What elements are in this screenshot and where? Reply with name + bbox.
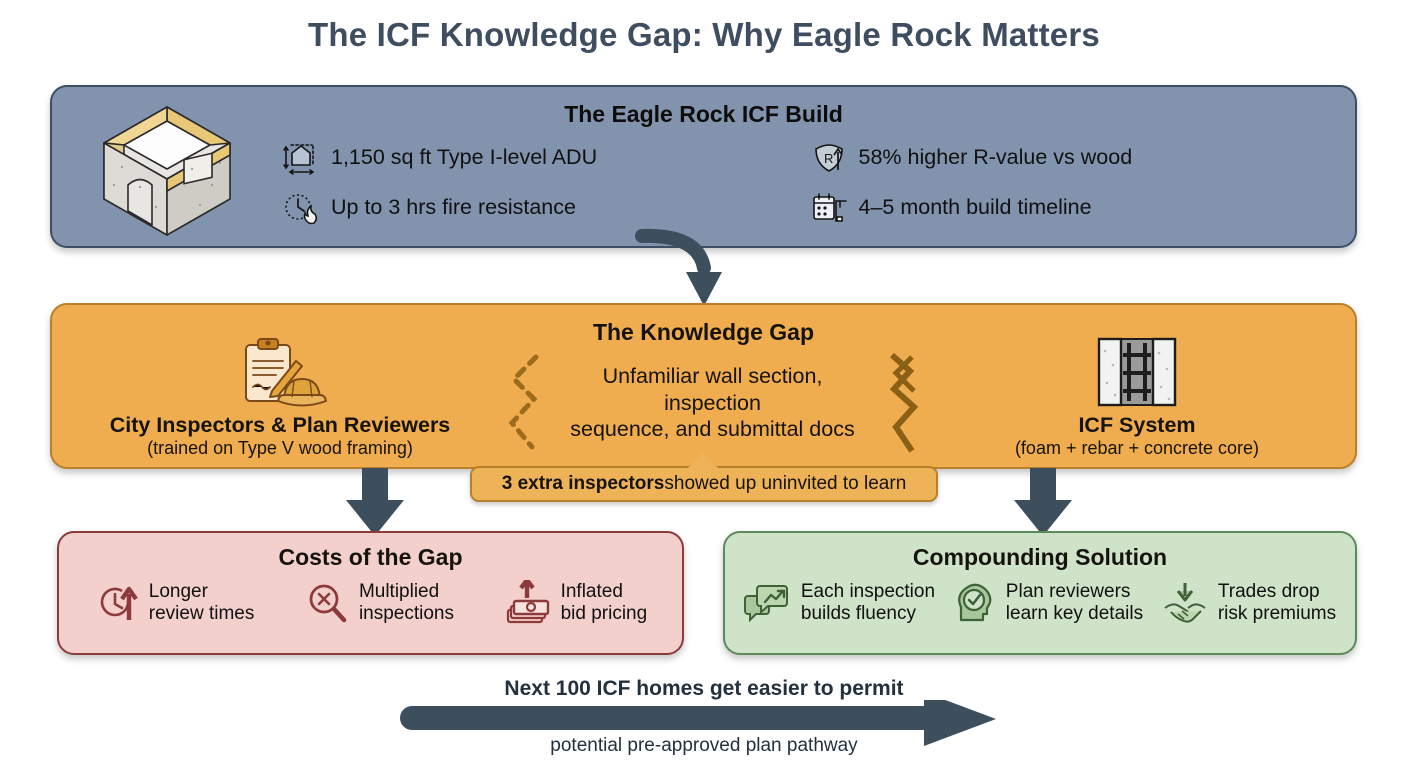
costs-panel-title: Costs of the Gap bbox=[278, 544, 463, 570]
pathway-caption: potential pre-approved plan pathway bbox=[550, 735, 858, 756]
solution-item-reviewers: Plan reviewers learn key details bbox=[953, 580, 1143, 626]
gap-middle-text-block: Unfamiliar wall section, inspection sequ… bbox=[551, 363, 873, 444]
icf-wall-section-icon bbox=[1097, 337, 1177, 406]
build-stat-timeline-text: 4–5 month build timeline bbox=[858, 195, 1092, 219]
gap-middle-line-2: sequence, and submittal docs bbox=[570, 417, 855, 442]
cost-review-line-2: review times bbox=[148, 603, 255, 624]
extra-inspectors-callout: 3 extra inspectors showed up uninvited t… bbox=[470, 466, 938, 502]
gap-icf-heading: ICF System bbox=[1078, 412, 1196, 437]
solution-panel: Compounding Solution Each inspection bui… bbox=[723, 531, 1357, 655]
dashed-zigzag-icon bbox=[508, 354, 538, 450]
svg-text:R: R bbox=[824, 151, 833, 166]
cost-inspections-line-1: Multiplied bbox=[358, 580, 440, 602]
long-right-arrow-icon bbox=[400, 700, 996, 746]
solution-item-fluency: Each inspection builds fluency bbox=[743, 580, 935, 626]
costs-items: Longer review times Multiplied inspectio… bbox=[59, 580, 682, 626]
magnifier-x-icon bbox=[309, 584, 347, 623]
solution-risk-line-2: risk premiums bbox=[1217, 603, 1337, 624]
solution-reviewers-line-1: Plan reviewers bbox=[1005, 580, 1131, 602]
gap-column-middle: Unfamiliar wall section, inspection sequ… bbox=[504, 351, 924, 455]
cost-item-review-times-text: Longer review times bbox=[149, 581, 255, 625]
solution-fluency-line-1: Each inspection bbox=[800, 580, 936, 602]
gap-panel-title: The Knowledge Gap bbox=[592, 319, 815, 345]
clock-flame-icon bbox=[285, 193, 318, 224]
build-stat-timeline: 4–5 month build timeline bbox=[810, 189, 1320, 227]
gap-column-icf-system: ICF System (foam + rebar + concrete core… bbox=[937, 335, 1337, 460]
solution-items: Each inspection builds fluency Plan revi… bbox=[725, 580, 1355, 626]
callout-notch bbox=[688, 453, 718, 468]
solution-item-risk-premiums-text: Trades drop risk premiums bbox=[1218, 581, 1336, 625]
costs-panel: Costs of the Gap Longer review times bbox=[57, 531, 684, 655]
solution-risk-line-1: Trades drop bbox=[1217, 580, 1320, 602]
icf-cube-icon bbox=[103, 105, 231, 236]
knowledge-gap-panel: The Knowledge Gap City In bbox=[50, 303, 1357, 469]
head-check-icon bbox=[957, 583, 992, 622]
solution-item-reviewers-text: Plan reviewers learn key details bbox=[1006, 581, 1143, 625]
cost-bid-line-1: Inflated bbox=[560, 580, 623, 602]
solution-item-risk-premiums: Trades drop risk premiums bbox=[1161, 580, 1336, 626]
icf-cube-illustration bbox=[52, 97, 282, 237]
eagle-rock-build-panel: The Eagle Rock ICF Build bbox=[50, 85, 1357, 248]
money-up-arrow-icon bbox=[506, 580, 549, 624]
callout-rest-text: showed up uninvited to learn bbox=[664, 473, 907, 494]
cost-item-review-times: Longer review times bbox=[94, 580, 255, 626]
arrow-build-to-gap bbox=[635, 228, 722, 306]
clock-up-arrow-icon bbox=[100, 586, 138, 620]
gap-inspectors-heading: City Inspectors & Plan Reviewers bbox=[109, 412, 451, 437]
cost-item-bid-pricing-text: Inflated bid pricing bbox=[561, 581, 648, 625]
arrow-gap-to-solution bbox=[1014, 468, 1072, 536]
solution-reviewers-line-2: learn key details bbox=[1005, 603, 1144, 624]
gap-column-inspectors: City Inspectors & Plan Reviewers (traine… bbox=[70, 335, 490, 460]
cost-review-line-1: Longer bbox=[148, 580, 208, 602]
build-stat-fire-text: Up to 3 hrs fire resistance bbox=[331, 195, 576, 219]
clipboard-hardhat-icon bbox=[245, 337, 328, 407]
solution-panel-title: Compounding Solution bbox=[912, 544, 1168, 570]
r-value-shield-arrow-icon: R bbox=[814, 143, 843, 172]
cost-item-inspections: Multiplied inspections bbox=[304, 580, 454, 626]
build-panel-title: The Eagle Rock ICF Build bbox=[564, 101, 843, 127]
house-dimensions-icon bbox=[283, 143, 315, 175]
gap-panel-columns: City Inspectors & Plan Reviewers (traine… bbox=[52, 305, 1355, 467]
cost-inspections-line-2: inspections bbox=[358, 603, 454, 624]
build-stat-area: 1,150 sq ft Type I-level ADU bbox=[282, 139, 792, 177]
handshake-down-arrow-icon bbox=[1164, 583, 1206, 623]
page-title: The ICF Knowledge Gap: Why Eagle Rock Ma… bbox=[308, 16, 1100, 53]
build-stat-rvalue: R 58% higher R-value vs wood bbox=[810, 139, 1320, 177]
callout-bold-text: 3 extra inspectors bbox=[501, 473, 665, 494]
gap-inspectors-subtext: (trained on Type V wood framing) bbox=[147, 437, 413, 458]
calendar-crane-icon bbox=[812, 192, 847, 222]
gap-middle-line-1: Unfamiliar wall section, inspection bbox=[602, 363, 823, 415]
build-panel-body: 1,150 sq ft Type I-level ADU R 58% highe… bbox=[52, 87, 1355, 246]
cost-item-inspections-text: Multiplied inspections bbox=[359, 581, 454, 625]
solution-item-fluency-text: Each inspection builds fluency bbox=[801, 581, 935, 625]
pathway-headline: Next 100 ICF homes get easier to permit bbox=[504, 677, 904, 700]
build-stat-rvalue-text: 58% higher R-value vs wood bbox=[858, 145, 1133, 169]
build-stats-grid: 1,150 sq ft Type I-level ADU R 58% highe… bbox=[282, 139, 1355, 227]
build-stat-area-text: 1,150 sq ft Type I-level ADU bbox=[331, 145, 598, 169]
chat-trend-icon bbox=[743, 585, 788, 623]
solution-fluency-line-2: builds fluency bbox=[800, 603, 916, 624]
solid-zigzag-icon bbox=[889, 352, 918, 453]
cost-bid-line-2: bid pricing bbox=[560, 603, 648, 624]
cost-item-bid-pricing: Inflated bid pricing bbox=[504, 580, 648, 626]
arrow-gap-to-costs bbox=[346, 468, 404, 536]
build-stat-fire: Up to 3 hrs fire resistance bbox=[282, 189, 792, 227]
gap-icf-subtext: (foam + rebar + concrete core) bbox=[1014, 437, 1260, 458]
